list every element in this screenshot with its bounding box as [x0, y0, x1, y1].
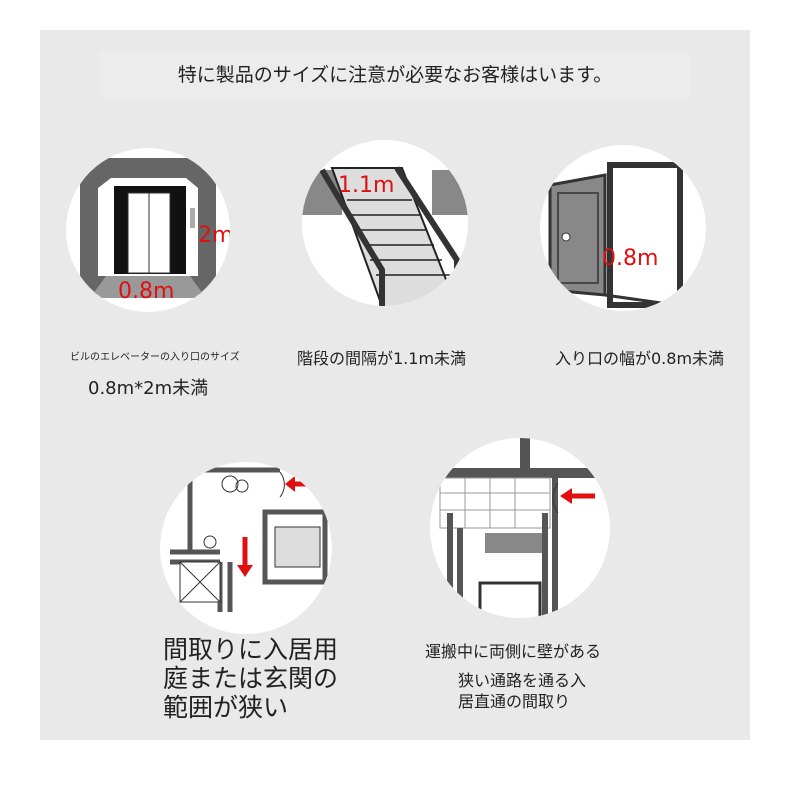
svg-text:0.8m: 0.8m	[602, 246, 658, 271]
corridor-caption-line: 狭い通路を通る入	[458, 671, 587, 690]
floorplan-illustration	[160, 462, 332, 634]
corridor-illustration	[430, 438, 610, 618]
floorplan-caption-line: 間取りに入居用	[163, 635, 339, 664]
elevator-illustration: 2m 0.8m	[66, 148, 230, 312]
floorplan-caption: 間取りに入居用 庭または玄関の 範囲が狭い	[163, 635, 338, 722]
door-illustration: 0.8m	[540, 145, 706, 311]
page-title: 特に製品のサイズに注意が必要なお客様はいます。	[100, 52, 690, 98]
elevator-caption: 0.8m*2m未満	[88, 378, 209, 399]
floorplan-caption-line: 範囲が狭い	[163, 693, 289, 722]
corridor-caption: 運搬中に両側に壁がある	[425, 642, 602, 661]
stairs-illustration: 1.1m	[302, 140, 468, 306]
svg-text:2m: 2m	[198, 223, 230, 248]
door-caption: 入り口の幅が0.8m未満	[555, 349, 725, 368]
stairs-caption: 階段の間隔が1.1m未満	[297, 349, 467, 368]
svg-text:1.1m: 1.1m	[338, 173, 394, 198]
corridor-caption-line: 居直通の間取り	[458, 692, 571, 711]
corridor-caption-detail: 狭い通路を通る入 居直通の間取り	[458, 670, 586, 712]
elevator-caption-small: ビルのエレベーターの入り口のサイズ	[70, 352, 240, 363]
floorplan-caption-line: 庭または玄関の	[163, 664, 339, 693]
svg-text:0.8m: 0.8m	[118, 279, 174, 304]
